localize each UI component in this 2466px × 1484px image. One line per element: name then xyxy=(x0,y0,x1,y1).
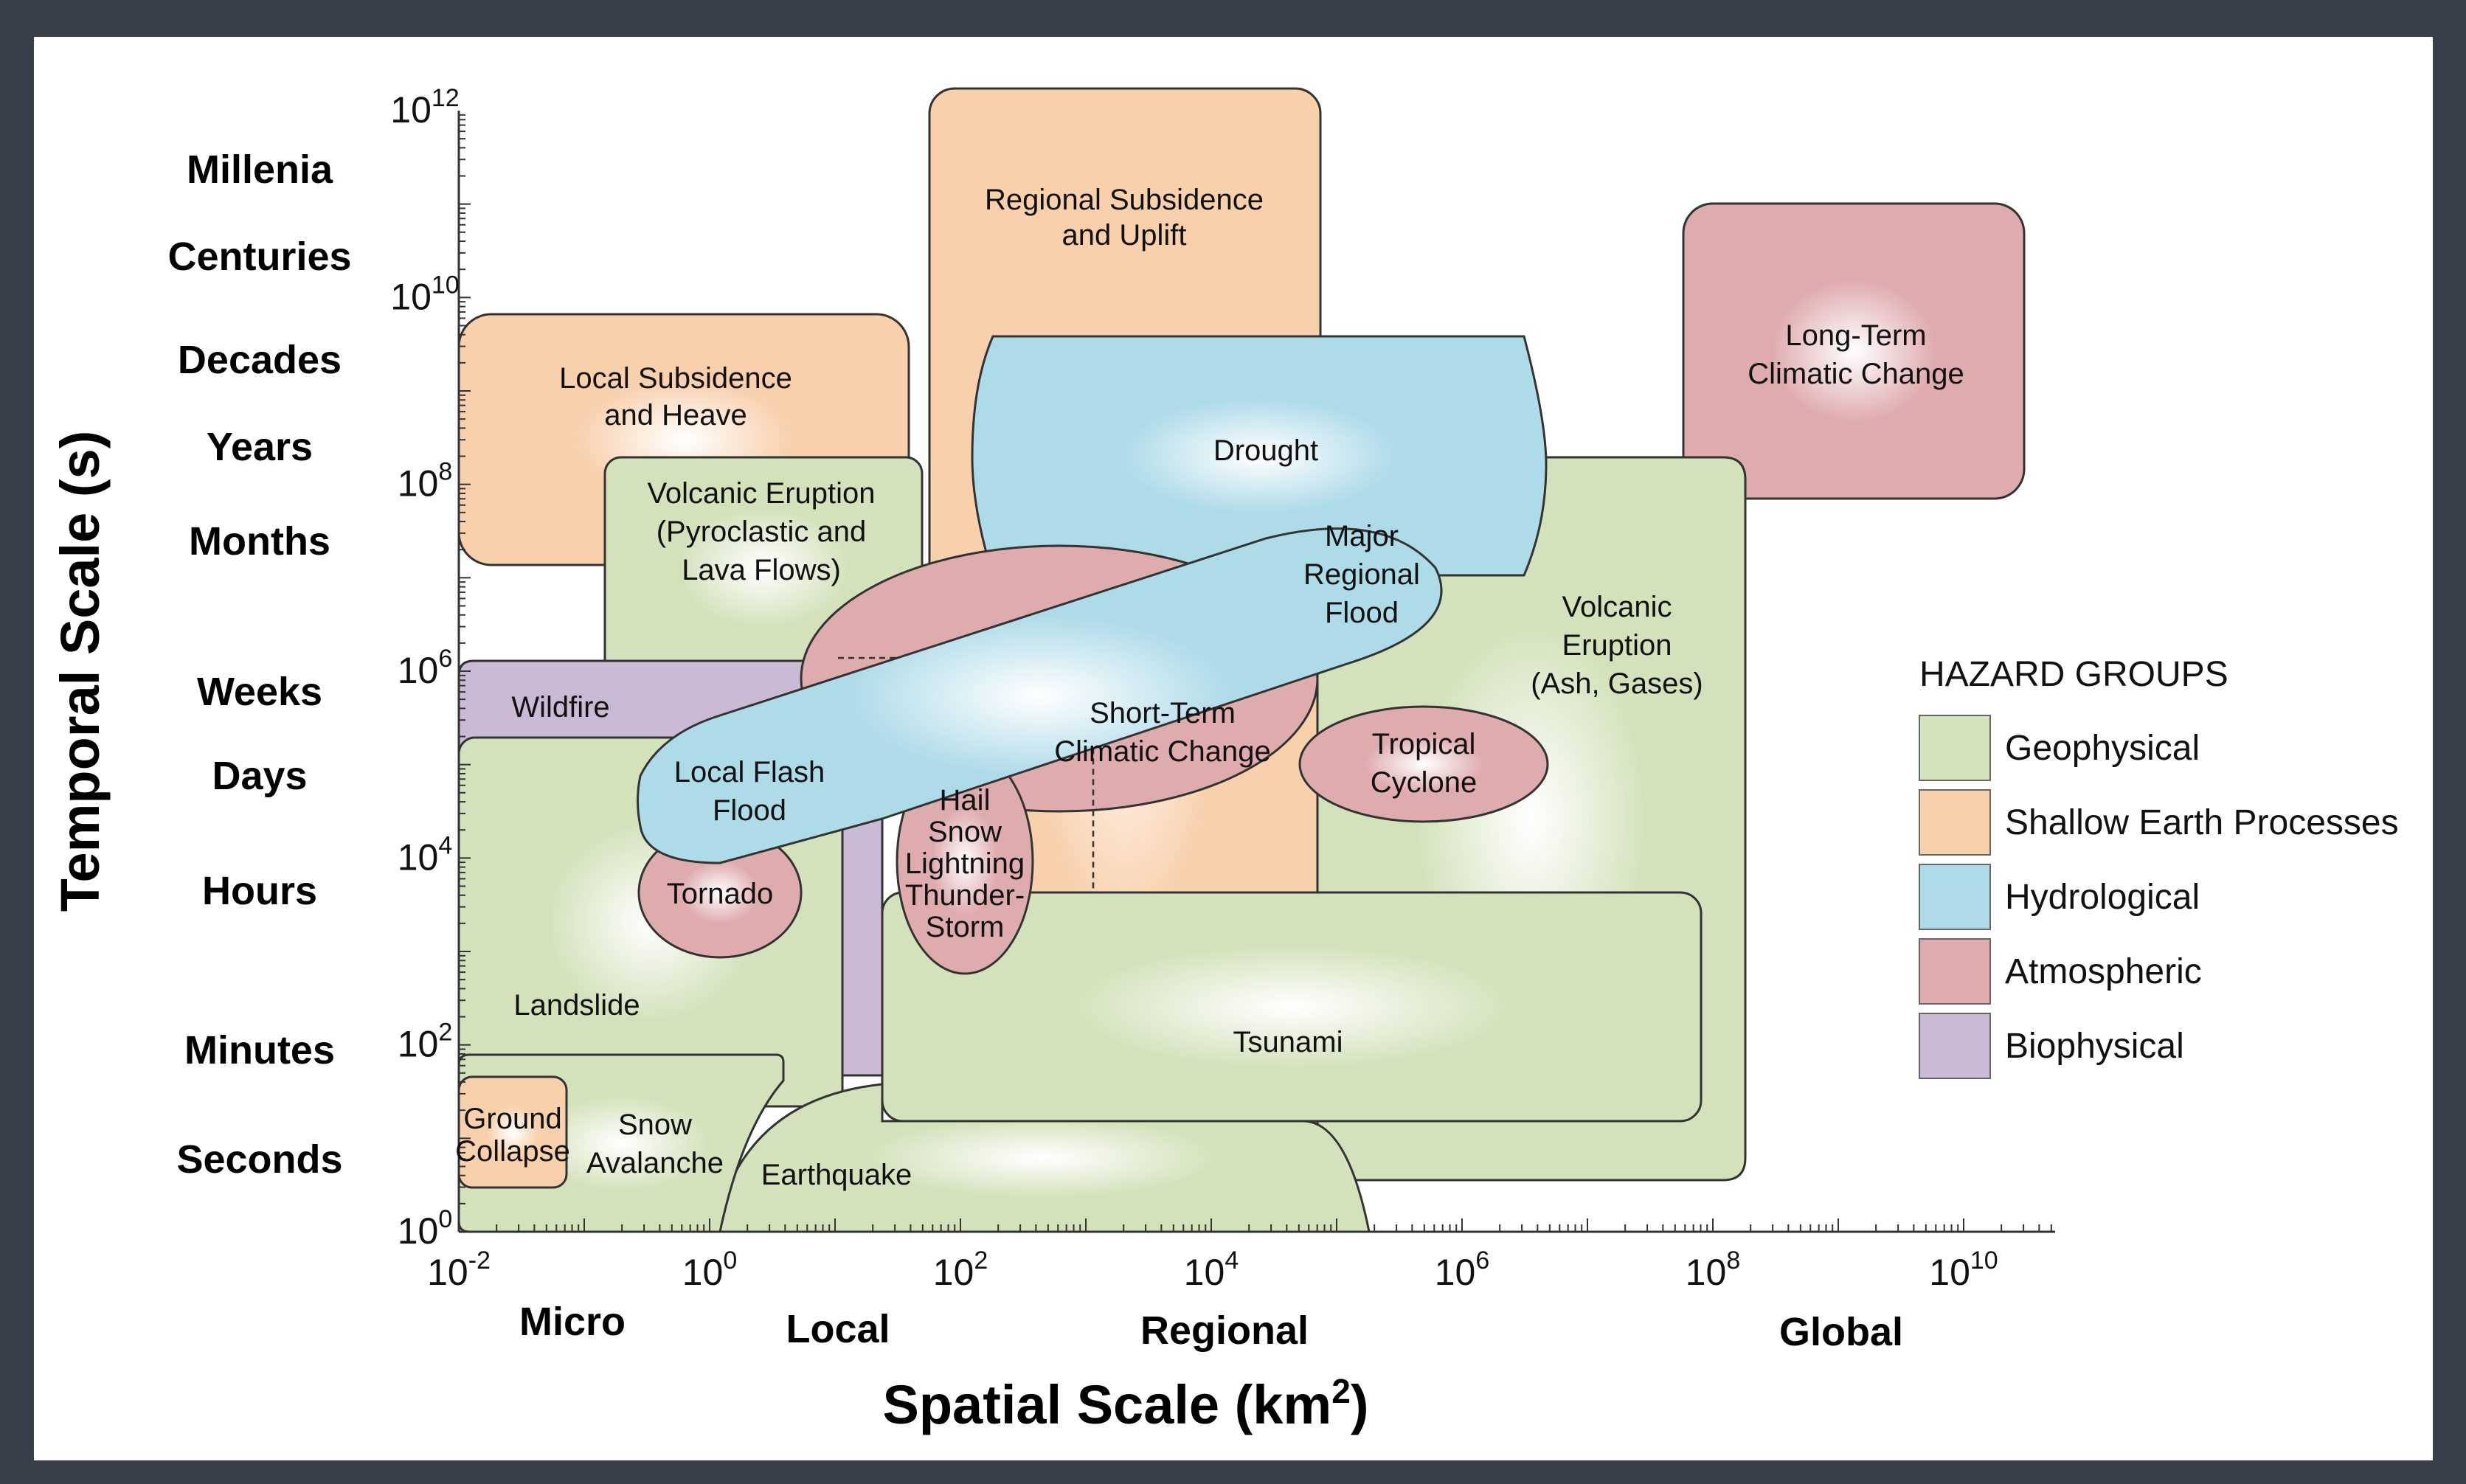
region-label-tornado: Tornado xyxy=(667,878,774,910)
time-label: Years xyxy=(207,425,313,469)
x-axis xyxy=(458,1218,2055,1233)
region-long-term-climatic-change xyxy=(1682,202,2026,500)
y-axis xyxy=(457,111,471,1232)
y-axis-minor-ticks xyxy=(459,114,471,1232)
y-tick-labels: 100 102 104 106 108 1010 1012 xyxy=(390,84,459,1252)
time-label: Months xyxy=(189,519,330,564)
region-flood-band xyxy=(637,527,1443,864)
legend-swatch xyxy=(1919,789,1991,856)
y-tick-label: 108 xyxy=(398,458,453,505)
legend-label: Hydrological xyxy=(2005,878,2200,917)
legend-label: Geophysical xyxy=(2005,729,2200,768)
legend-swatch xyxy=(1919,715,1991,781)
time-label: Centuries xyxy=(167,235,351,279)
time-label: Minutes xyxy=(184,1028,335,1072)
region-label-tsunami: Tsunami xyxy=(1233,1026,1343,1058)
space-label: Micro xyxy=(519,1300,626,1344)
region-label-earthquake: Earthquake xyxy=(761,1159,912,1191)
space-labels: Micro Local Regional Global xyxy=(519,1300,1903,1354)
x-tick-label: 1010 xyxy=(1929,1247,1998,1293)
time-label: Millenia xyxy=(187,148,333,192)
y-tick-label: 102 xyxy=(398,1019,453,1065)
legend-swatch xyxy=(1919,1013,1991,1079)
x-tick-label: 104 xyxy=(1184,1247,1239,1293)
legend-swatch xyxy=(1919,938,1991,1005)
y-tick-label: 104 xyxy=(398,831,453,878)
region-label-landslide: Landslide xyxy=(513,989,640,1022)
space-label: Regional xyxy=(1140,1308,1309,1353)
time-label: Days xyxy=(212,754,307,798)
y-tick-label: 106 xyxy=(398,645,453,691)
legend-swatch xyxy=(1919,864,1991,930)
legend-title: HAZARD GROUPS xyxy=(1919,655,2228,694)
time-labels: MilleniaCenturiesDecadesYearsMonthsWeeks… xyxy=(167,148,351,1182)
time-label: Seconds xyxy=(176,1137,342,1182)
y-tick-label: 100 xyxy=(398,1205,453,1252)
region-tropical-cyclone xyxy=(1298,705,1549,823)
x-tick-label: 106 xyxy=(1435,1247,1490,1293)
y-tick-label: 1010 xyxy=(390,271,459,317)
region-label-drought: Drought xyxy=(1213,434,1318,467)
legend-label: Shallow Earth Processes xyxy=(2005,803,2399,842)
x-tick-label: 102 xyxy=(933,1247,988,1293)
region-label-wildfire: Wildfire xyxy=(511,691,609,724)
legend-label: Biophysical xyxy=(2005,1027,2184,1066)
x-axis-title: Spatial Scale (km2) xyxy=(883,1372,1369,1435)
x-tick-label: 10-2 xyxy=(427,1247,491,1293)
space-label: Global xyxy=(1779,1310,1903,1354)
time-label: Hours xyxy=(202,869,317,913)
y-tick-label: 1012 xyxy=(390,84,459,131)
time-label: Decades xyxy=(178,338,342,382)
x-tick-label: 108 xyxy=(1686,1247,1741,1293)
x-tick-labels: 10-2 100 102 104 106 108 1010 xyxy=(427,1247,1998,1293)
space-label: Local xyxy=(786,1307,890,1351)
x-axis-minor-ticks xyxy=(458,1218,2052,1232)
legend-label: Atmospheric xyxy=(2005,952,2202,991)
x-tick-label: 100 xyxy=(682,1247,738,1293)
region-earthquake xyxy=(713,1083,1371,1233)
time-label: Weeks xyxy=(197,670,322,714)
y-axis-title: Temporal Scale (s) xyxy=(49,431,111,912)
region-drought xyxy=(971,335,1548,577)
